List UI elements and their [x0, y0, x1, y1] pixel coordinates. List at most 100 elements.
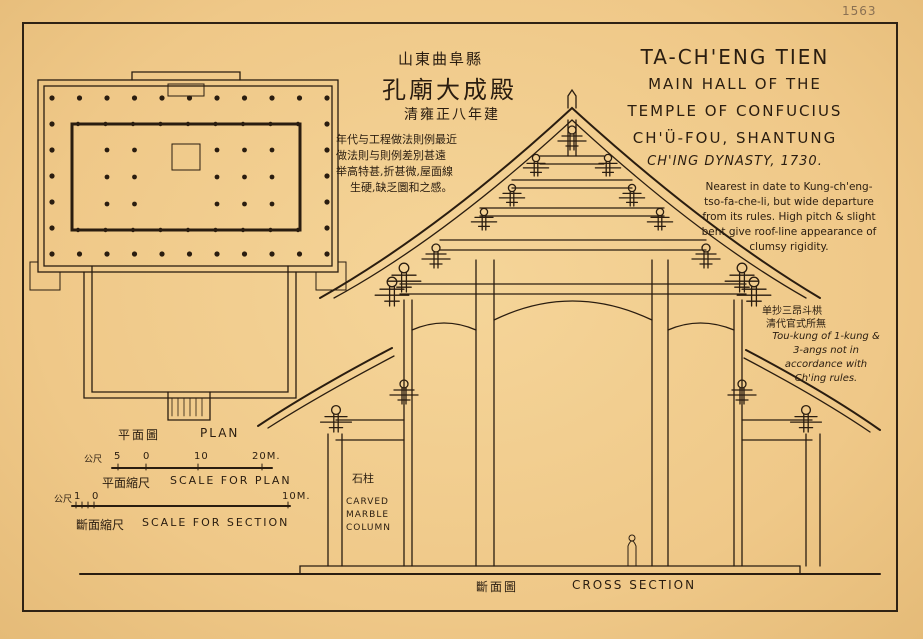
plan-column-dot — [324, 121, 330, 127]
plan-column-dot — [324, 225, 330, 231]
plan-column-dot — [75, 121, 81, 127]
plan-column-dot — [242, 174, 247, 180]
title-line-3: TEMPLE OF CONFUCIUS — [627, 102, 843, 120]
scale-plan-unit: 公尺 — [84, 455, 103, 465]
plan-column-dot — [158, 121, 163, 127]
plan-column-dot — [240, 227, 246, 233]
plan-column-dot — [132, 147, 137, 153]
border-frame — [22, 22, 898, 612]
title-block: TA-CH'ENG TIEN MAIN HALL OF THE TEMPLE O… — [610, 44, 860, 169]
heading-location-cn: 山東曲阜縣 — [398, 50, 484, 68]
plan-column-dot — [103, 121, 108, 127]
plan-column-dot — [324, 199, 330, 205]
plan-column-dot — [268, 227, 273, 233]
bracket-set — [646, 207, 674, 231]
plan-column-dot — [131, 95, 138, 101]
bracket-set — [498, 183, 526, 207]
plan-column-dot — [130, 121, 136, 127]
plan-column-dot — [296, 95, 303, 101]
plan-column-dot — [296, 251, 303, 257]
plan-column-dot — [159, 251, 165, 257]
plan-column-dot — [186, 251, 193, 257]
plan-column-dot — [214, 174, 220, 180]
bracket-set — [691, 243, 721, 269]
note-cn-line: 生硬,缺乏圜和之感。 — [350, 181, 453, 194]
plan-label-en: PLAN — [200, 426, 240, 440]
bracket-set — [386, 262, 422, 293]
plan-column-dot — [132, 201, 137, 207]
plan-column-dot — [214, 95, 220, 101]
plan-column-dot — [324, 95, 330, 101]
cross-section — [79, 88, 881, 575]
bracket-note-cn-2: 清代官式所無 — [766, 319, 826, 330]
column-label-cn: 石柱 — [352, 472, 374, 485]
plan-column-dot — [186, 95, 193, 101]
scale-plan-label-en: SCALE FOR PLAN — [170, 474, 292, 487]
bracket-set — [522, 153, 550, 177]
plan-column-dot — [295, 227, 301, 233]
sheet-number: 1563 — [842, 4, 877, 18]
plan-column-dot — [76, 251, 83, 257]
plan-column-dot — [324, 147, 330, 153]
plan-column-dot — [295, 121, 301, 127]
plan-column-dot — [269, 174, 275, 180]
scale-section-tick: 0 — [92, 491, 100, 502]
bracket-set — [594, 153, 622, 177]
scale-section-tick: 10M. — [282, 491, 311, 502]
plan-column-dot — [242, 147, 247, 153]
heading-building-cn: 孔廟大成殿 — [382, 76, 517, 104]
plan-column-dot — [49, 173, 55, 179]
scale-plan-tick: 0 — [143, 451, 151, 462]
bracket-note-cn-1: 单抄三昂斗栱 — [762, 306, 822, 317]
note-cn-line: 举高特甚,折甚微,屋面線 — [336, 165, 453, 178]
scale-bar-plan — [111, 463, 273, 471]
note-en: Nearest in date to Kung-ch'eng-tso-fa-ch… — [701, 181, 877, 253]
plan-column-dot — [213, 121, 218, 127]
bracket-set — [319, 404, 353, 433]
bracket-set — [736, 276, 772, 307]
scale-bar-section — [71, 501, 291, 509]
plan-column-dot — [49, 251, 55, 257]
title-line-1: TA-CH'ENG TIEN — [640, 45, 830, 69]
plan-column-dot — [104, 95, 110, 101]
title-line-4: CH'Ü-FOU, SHANTUNG — [632, 129, 838, 147]
scale-plan-tick: 5 — [114, 451, 122, 462]
bracket-set — [724, 262, 760, 293]
plan-column-dot — [104, 147, 110, 153]
plan-column-dot — [49, 199, 55, 205]
section-label-cn: 斷面圖 — [476, 580, 519, 594]
plan-column-dot — [185, 121, 191, 127]
plan-column-dot — [49, 95, 55, 101]
plan-column-dot — [104, 174, 110, 180]
bracket-set — [470, 207, 498, 231]
scale-section-label-cn: 斷面縮尺 — [76, 518, 125, 532]
bracket-set — [374, 276, 410, 307]
bracket-sets — [319, 125, 823, 433]
plan-column-dot — [49, 121, 55, 127]
column-label-en: CARVED MARBLE COLUMN — [346, 497, 392, 533]
plan-column-dot — [324, 173, 330, 179]
plan-column-dot — [103, 227, 108, 233]
bracket-set — [389, 379, 419, 405]
bracket-set — [618, 183, 646, 207]
plan-column-dot — [104, 201, 110, 207]
heading-date-cn: 清雍正八年建 — [404, 107, 500, 123]
plan-column-dot — [49, 147, 55, 153]
bracket-set — [727, 379, 757, 405]
title-dynasty: CH'ING DYNASTY, 1730. — [647, 154, 823, 169]
plan-column-dot — [240, 121, 246, 127]
plan-column-dot — [185, 227, 191, 233]
plan-column-dot — [269, 95, 275, 101]
plan-column-dot — [158, 227, 163, 233]
plan-column-dot — [75, 227, 81, 233]
plan-column-dot — [242, 201, 247, 207]
section-label-en: CROSS SECTION — [572, 578, 697, 592]
plan-column-dot — [269, 147, 275, 153]
plan-column-dot — [214, 201, 220, 207]
plan-column-dot — [213, 227, 218, 233]
note-cn-line: 做法則与則例差別甚遠 — [336, 149, 446, 162]
plan-column-dot — [241, 251, 248, 257]
scale-section-tick: 1 — [74, 491, 82, 502]
